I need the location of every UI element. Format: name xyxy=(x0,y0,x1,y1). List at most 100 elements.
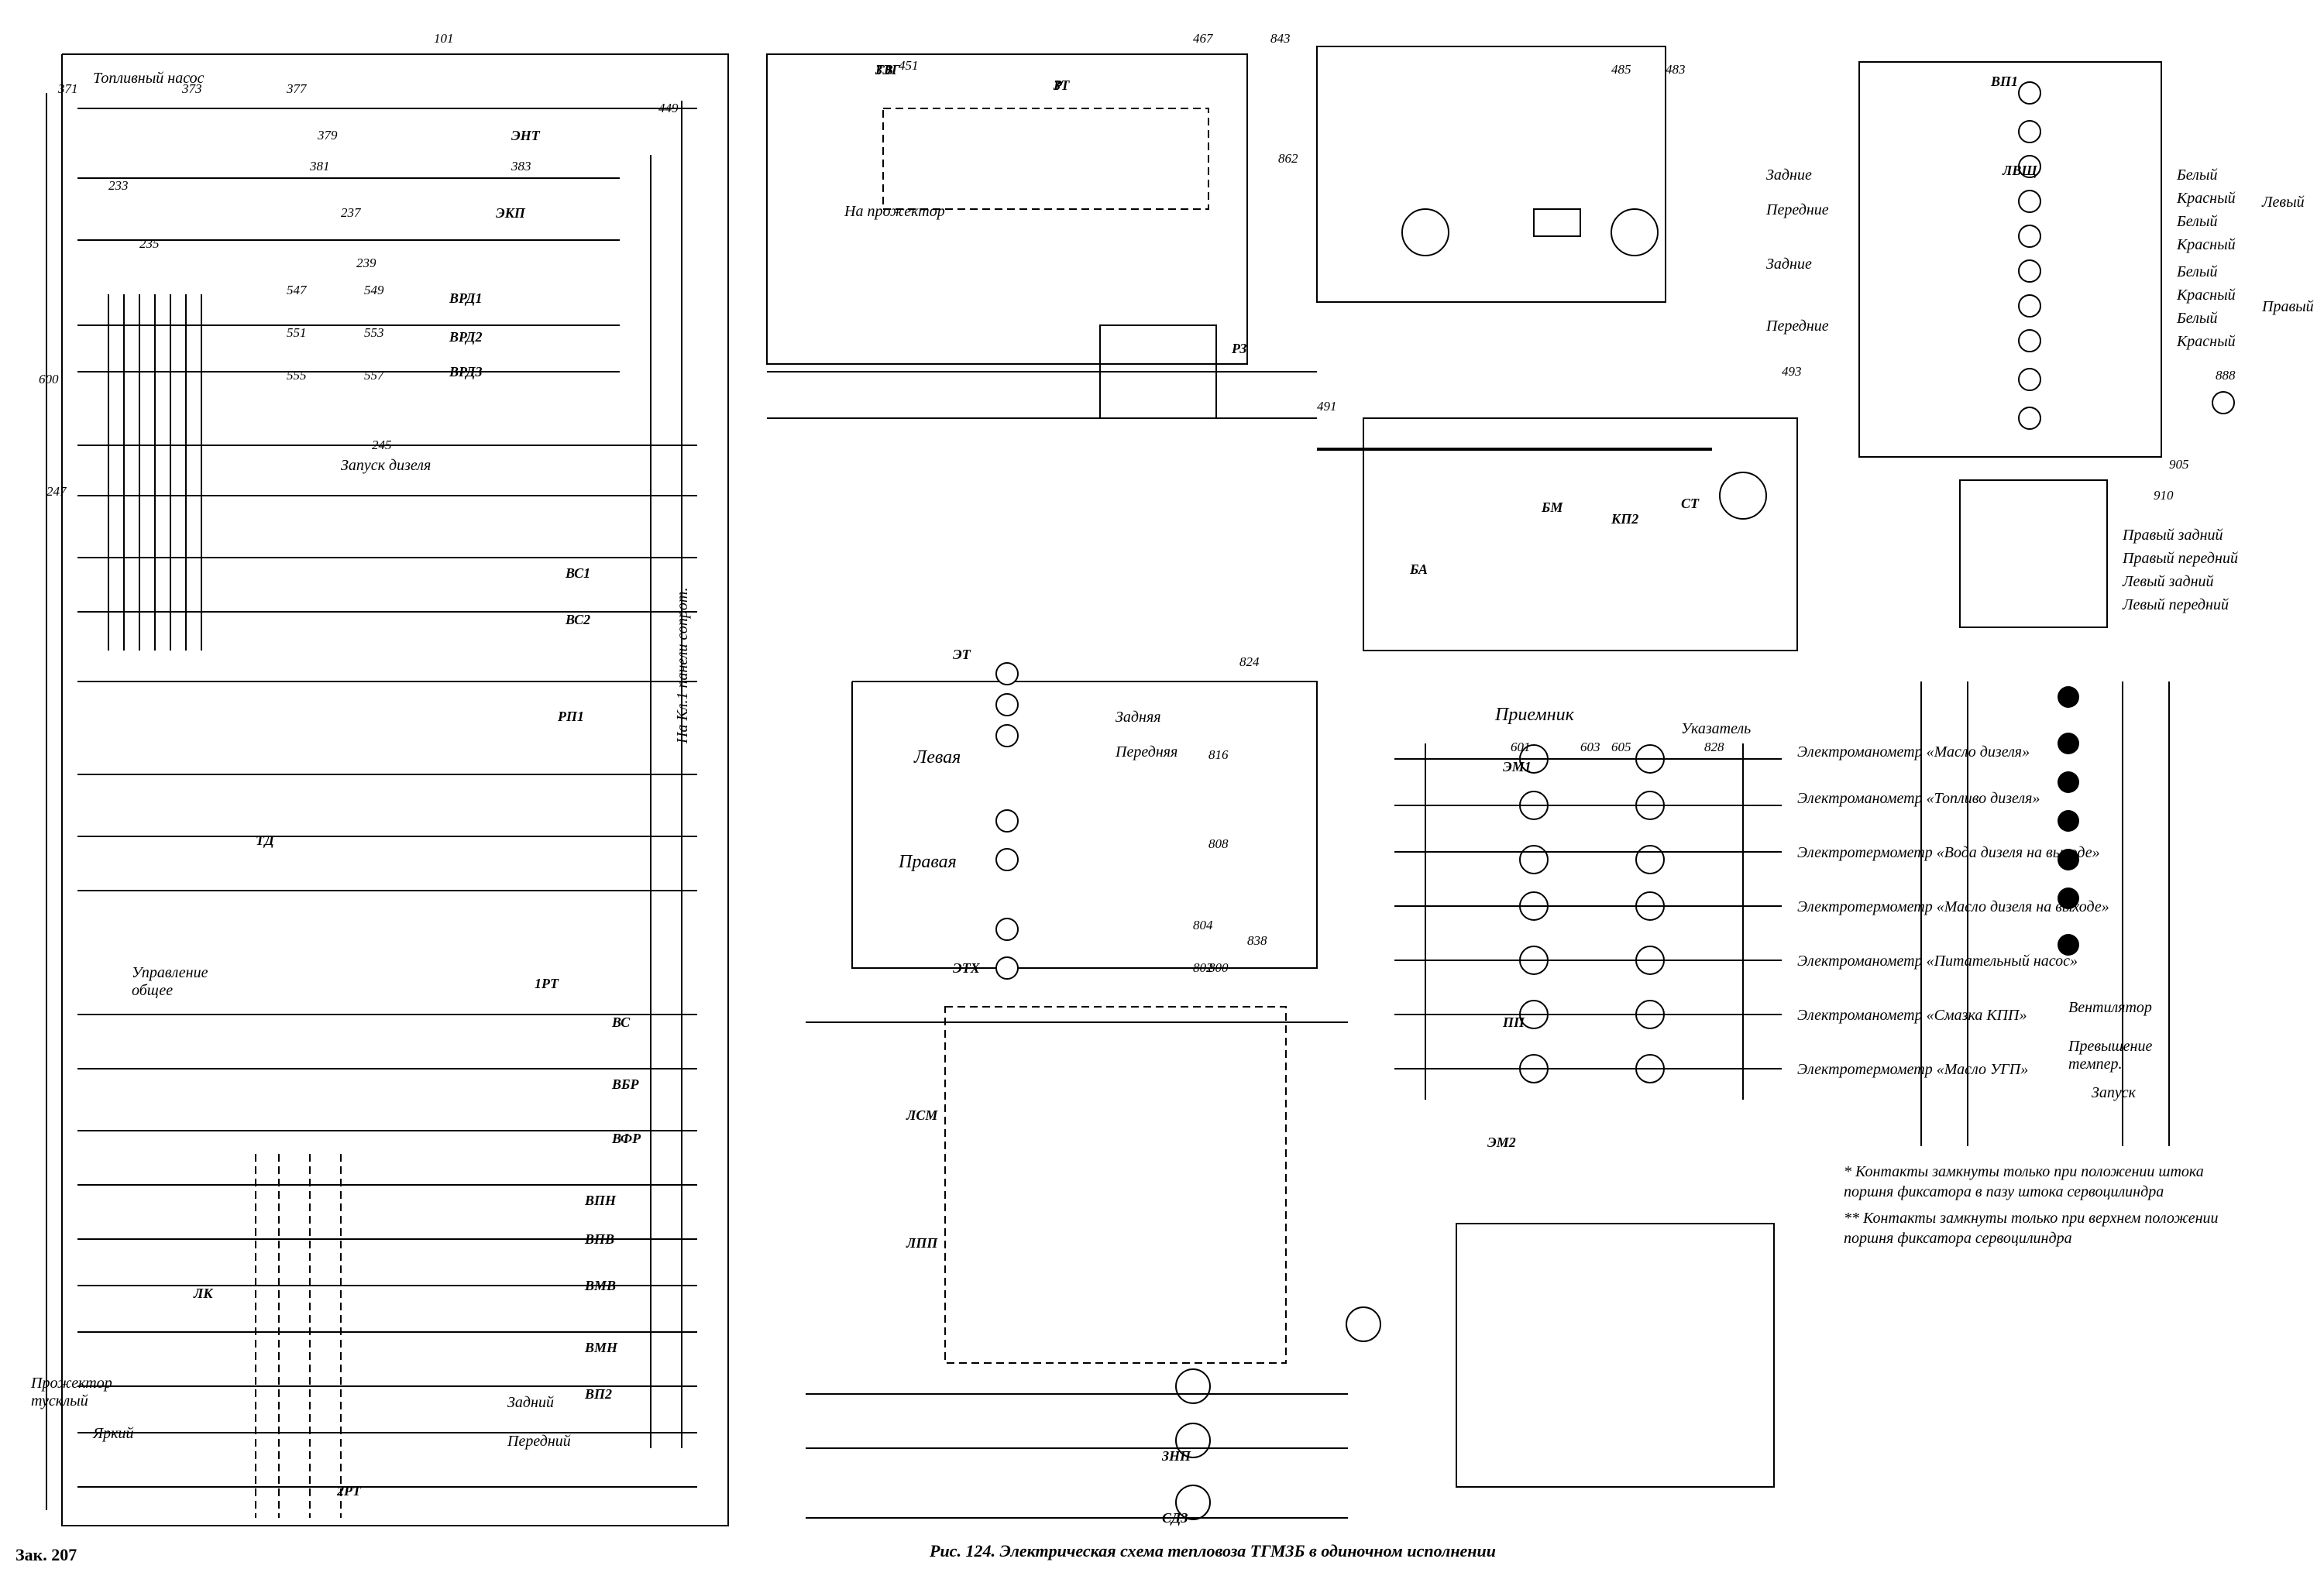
rectifier-block xyxy=(1456,1223,1775,1488)
front-signal-label: Передняя xyxy=(1116,743,1178,760)
indicator-label: Указатель xyxy=(1681,720,1752,737)
kl1-label: На Кл.1 панели сопрот. xyxy=(674,587,691,743)
lamp-pos-label: Левый передний xyxy=(2123,596,2229,613)
diesel-start-label: Запуск дизеля xyxy=(341,457,431,474)
wire-number: 377 xyxy=(287,81,307,96)
wire-number: 800 xyxy=(1208,960,1229,975)
wire-number: 555 xyxy=(287,368,307,383)
component-label: ЭТХ xyxy=(953,960,980,976)
component-label: ВМН xyxy=(585,1340,618,1355)
component-label: ЗТ xyxy=(1054,77,1070,93)
wire-number: 802 xyxy=(1193,960,1213,975)
lamp-group xyxy=(995,81,2235,980)
component-label: ВБР xyxy=(612,1076,639,1092)
rear-signal-label: Задняя xyxy=(1116,709,1161,726)
light-dir-label: Передние xyxy=(1766,201,1829,218)
component-label: ЗЭГ xyxy=(875,62,900,77)
motor-zv xyxy=(1611,208,1659,256)
wire-number: 467 xyxy=(1193,31,1213,46)
component-label: СТ xyxy=(1681,496,1700,511)
component-label: ВРД3 xyxy=(449,364,483,379)
page-mark: Зак. 207 xyxy=(15,1545,77,1564)
component-label: ГВ xyxy=(875,62,893,77)
component-label: БМ xyxy=(1542,500,1563,515)
wire-number: 603 xyxy=(1580,740,1600,754)
component-label: ВМВ xyxy=(585,1278,617,1293)
right-signal-label: Правая xyxy=(899,852,957,872)
left-bus-frame xyxy=(61,53,729,1526)
wire-number: 828 xyxy=(1704,740,1724,754)
wire-number: 379 xyxy=(318,128,338,142)
wire-number: 816 xyxy=(1208,747,1229,762)
lamp-pos-label: Правый задний xyxy=(2123,527,2223,544)
wire-number: 451 xyxy=(899,58,919,73)
wire-number: 600 xyxy=(39,372,59,386)
fuel-pump-label: Топливный насос xyxy=(93,70,205,87)
lamps-block xyxy=(1959,479,2108,628)
wire-number: 888 xyxy=(2216,368,2236,383)
light-color-label: Белый xyxy=(2177,263,2218,280)
gauge-label: Электроманометр «Смазка КПП» xyxy=(1797,1007,2027,1024)
wire-number: 910 xyxy=(2154,488,2174,503)
projector-dim-label: Прожектор тусклый xyxy=(31,1375,112,1409)
component-label: ВРД2 xyxy=(449,329,483,345)
wire-number: 491 xyxy=(1317,399,1337,414)
component-label: ЛПП xyxy=(906,1235,938,1251)
component-label: ЛСМ xyxy=(906,1107,938,1123)
on-projector-label: На прожектор xyxy=(844,203,945,220)
fan-label: Вентилятор xyxy=(2068,999,2152,1016)
wire-number: 601 xyxy=(1511,740,1531,754)
component-label: 1РТ xyxy=(535,976,559,991)
light-color-label: Красный xyxy=(2177,333,2236,350)
motor-block xyxy=(1316,46,1666,303)
gauge-label: Электротермометр «Масло дизеля на выходе… xyxy=(1797,898,2109,915)
wire-number: 237 xyxy=(341,205,361,220)
light-dir-label: Задние xyxy=(1766,256,1812,273)
wire-number: 605 xyxy=(1611,740,1631,754)
light-dir-label: Задние xyxy=(1766,167,1812,184)
light-side-label: Левый xyxy=(2262,194,2305,211)
light-color-label: Красный xyxy=(2177,287,2236,304)
wire-number: 235 xyxy=(139,236,160,251)
component-label: ПП xyxy=(1503,1015,1525,1030)
bright-label: Яркий xyxy=(93,1425,134,1442)
starter-block xyxy=(1363,417,1798,651)
component-label: ЭМ2 xyxy=(1487,1135,1516,1150)
component-label: КП2 xyxy=(1611,511,1639,527)
figure-caption: Рис. 124. Электрическая схема тепловоза … xyxy=(930,1541,1496,1560)
component-label: Р xyxy=(1054,77,1062,93)
lights-block xyxy=(1858,61,2162,458)
lamp-pos-label: Правый передний xyxy=(2123,550,2238,567)
component-label: ВПН xyxy=(585,1193,617,1208)
wire-number: 371 xyxy=(58,81,78,96)
component-label: РП1 xyxy=(558,709,584,724)
wire-number: 383 xyxy=(511,159,531,173)
gauge-label: Электроманометр «Топливо дизеля» xyxy=(1797,790,2040,807)
component-label: ВС1 xyxy=(566,565,591,581)
wire-number: 245 xyxy=(372,438,392,452)
wire-number: 843 xyxy=(1270,31,1291,46)
wire-number: 101 xyxy=(434,31,454,46)
wire-number: 553 xyxy=(364,325,384,340)
wire-number: 549 xyxy=(364,283,384,297)
component-label: ЗНП xyxy=(1162,1448,1191,1464)
component-label: РЗ xyxy=(1232,341,1247,356)
light-dir-label: Передние xyxy=(1766,318,1829,335)
wire-number: 824 xyxy=(1239,654,1260,669)
footnote-2: ** Контакты замкнуты только при верхнем … xyxy=(1844,1210,2219,1247)
wire-number: 804 xyxy=(1193,918,1213,932)
wire-number: 247 xyxy=(46,484,67,499)
component-label: 2РТ xyxy=(337,1483,361,1499)
starter-motor xyxy=(1719,472,1767,520)
relay-block-1rt-2rt xyxy=(944,1006,1287,1364)
lamp-pos-label: Левый задний xyxy=(2123,573,2214,590)
wire-number: 373 xyxy=(182,81,202,96)
component-label: ВС xyxy=(612,1015,631,1030)
wire-number: 862 xyxy=(1278,151,1298,166)
control-general-label: Управление общее xyxy=(132,964,208,999)
component-label: ВПВ xyxy=(585,1231,615,1247)
gauge-label: Электротермометр «Масло УГП» xyxy=(1797,1061,2029,1078)
front-label: Передний xyxy=(507,1433,571,1450)
wire-number: 557 xyxy=(364,368,384,383)
